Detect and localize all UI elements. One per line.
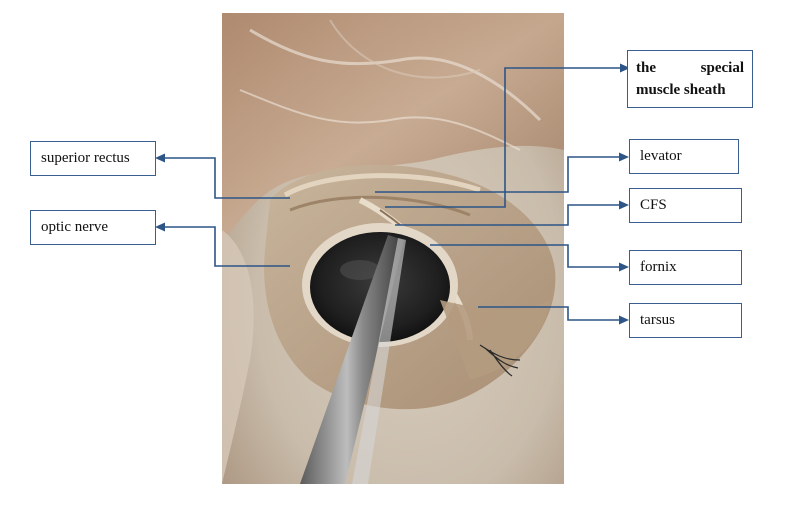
arrowhead-tarsus	[619, 315, 629, 325]
arrowhead-superior-rectus	[155, 153, 165, 163]
arrowhead-special-sheath	[620, 63, 630, 73]
line-tarsus	[478, 306, 621, 321]
arrowhead-cfs	[619, 200, 629, 210]
line-optic-nerve	[163, 226, 290, 267]
label-cfs: CFS	[629, 188, 742, 223]
arrowhead-optic-nerve	[155, 222, 165, 232]
label-optic-nerve: optic nerve	[30, 210, 156, 245]
line-fornix	[430, 244, 621, 268]
line-special-sheath	[385, 67, 622, 208]
label-special-muscle-sheath: the special muscle sheath	[627, 50, 753, 108]
arrowhead-levator	[619, 152, 629, 162]
line-superior-rectus	[163, 157, 290, 199]
label-superior-rectus: superior rectus	[30, 141, 156, 176]
label-levator: levator	[629, 139, 739, 174]
line-levator	[375, 156, 621, 193]
label-fornix: fornix	[629, 250, 742, 285]
arrowhead-fornix	[619, 262, 629, 272]
annotation-lines	[155, 63, 630, 325]
label-tarsus: tarsus	[629, 303, 742, 338]
specimen-photo	[222, 13, 564, 484]
line-cfs	[395, 204, 621, 226]
